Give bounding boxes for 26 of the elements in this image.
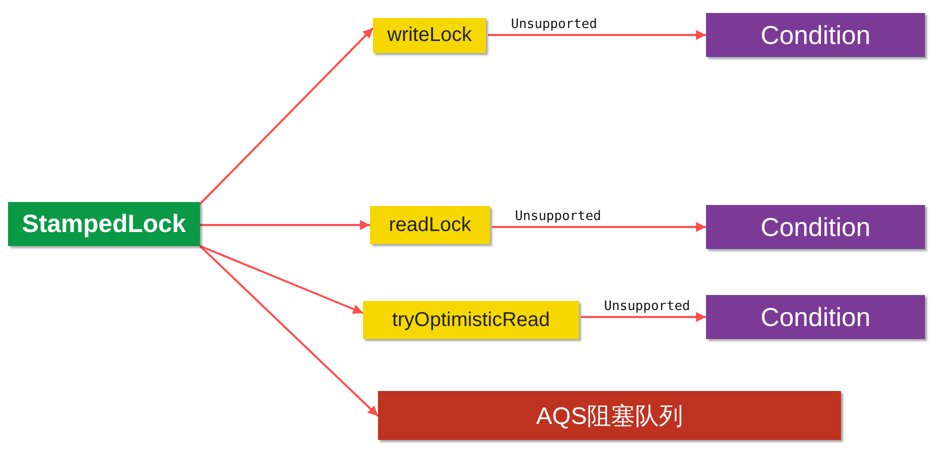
- class-box: [8, 202, 200, 246]
- node-label: StampedLock: [22, 210, 186, 238]
- arrow: [199, 245, 379, 417]
- arrow: [488, 30, 706, 40]
- arrow: [199, 27, 374, 205]
- lock-mode-box: [373, 18, 486, 53]
- arrow: [492, 222, 706, 232]
- lock-mode-box: [370, 206, 490, 244]
- edge-label: Unsupported: [514, 210, 602, 224]
- node-label: readLock: [388, 214, 472, 236]
- condition-box: [706, 295, 925, 339]
- node-label: Condition: [760, 212, 870, 242]
- arrow: [581, 312, 706, 322]
- condition-box: [706, 205, 925, 249]
- edge-label: Unsupported: [603, 300, 692, 314]
- queue-box: [378, 391, 841, 440]
- node-label: Condition: [760, 20, 870, 50]
- condition-box: [706, 13, 925, 57]
- edge-label: Unsupported: [510, 18, 598, 32]
- node-label: Condition: [760, 302, 870, 332]
- node-label: tryOptimisticRead: [392, 308, 550, 332]
- node-label: AQS阻塞队列: [536, 402, 683, 432]
- lock-mode-box: [363, 301, 579, 339]
- node-label: writeLock: [387, 24, 472, 47]
- arrow: [200, 245, 364, 314]
- arrow: [200, 220, 370, 230]
